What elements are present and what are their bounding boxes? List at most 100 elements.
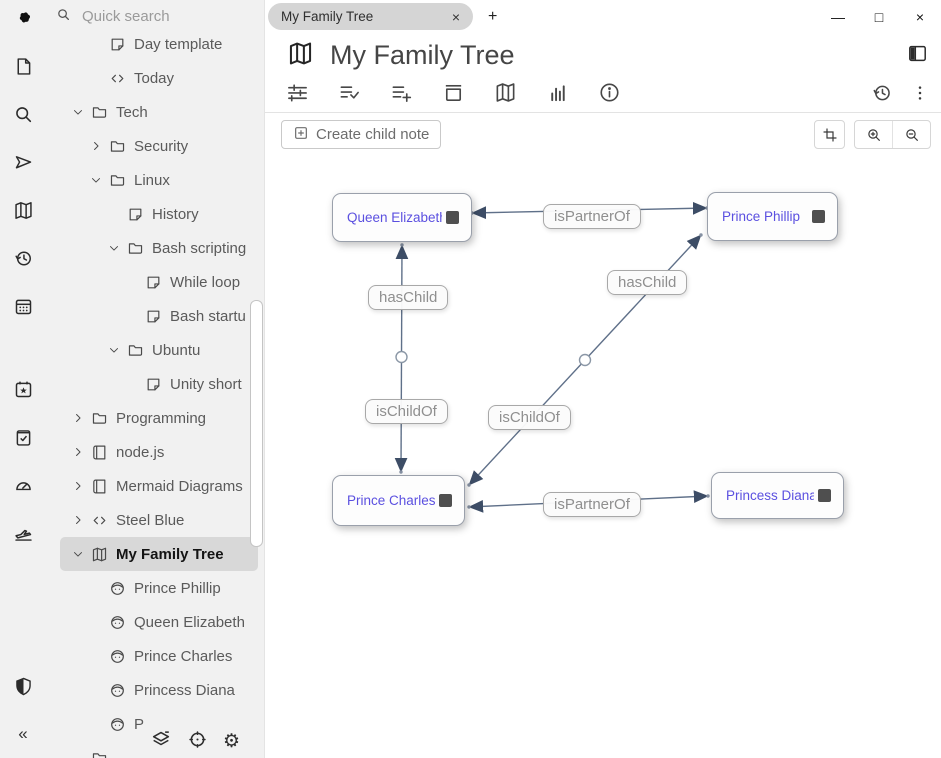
split-pane-icon[interactable]	[907, 43, 928, 69]
map-node-princess-diana[interactable]: Princess Diana	[711, 472, 844, 519]
map-node-prince-charles[interactable]: Prince Charles	[332, 475, 465, 526]
search-icon[interactable]	[0, 90, 46, 138]
tree-item-label: Unity short	[170, 375, 242, 393]
chevron-spacer	[86, 680, 106, 700]
edge-label-haschild[interactable]: hasChild	[368, 285, 449, 310]
tree-item-ubuntu[interactable]: Ubuntu	[60, 333, 258, 367]
chevron-down-icon[interactable]	[68, 544, 88, 564]
chevron-right-icon[interactable]	[68, 408, 88, 428]
launcher-bar: «	[0, 0, 46, 758]
tree-item-prince-phillip[interactable]: Prince Phillip	[60, 571, 258, 605]
relation-map-canvas[interactable]: isPartnerOf hasChild hasChild isChildOf isCh…	[265, 156, 941, 758]
owned-attributes-list-check-icon[interactable]	[338, 81, 361, 109]
tree-item-while-loop[interactable]: While loop	[60, 265, 258, 299]
chevron-spacer	[122, 272, 142, 292]
map-node-title[interactable]: Princess Diana	[726, 488, 814, 503]
tree-item-security[interactable]: Security	[60, 129, 258, 163]
tree-item-queen-elizabeth[interactable]: Queen Elizabeth	[60, 605, 258, 639]
tab-my-family-tree[interactable]: My Family Tree ×	[268, 3, 473, 30]
tree-item-today[interactable]: Today	[60, 61, 258, 95]
trilium-logo-icon[interactable]	[0, 4, 46, 42]
chevron-right-icon[interactable]	[68, 476, 88, 496]
tree-item-mermaid-diagrams[interactable]: Mermaid Diagrams	[60, 469, 258, 503]
chevron-right-icon[interactable]	[68, 442, 88, 462]
note-info-chart-icon[interactable]	[546, 81, 569, 109]
new-tab-button[interactable]: +	[488, 7, 498, 25]
tree-item-tech[interactable]: Tech	[60, 95, 258, 129]
maximize-button[interactable]: □	[874, 8, 884, 25]
gear-icon[interactable]: ⚙	[223, 730, 241, 752]
chevron-right-icon[interactable]	[86, 136, 106, 156]
basic-properties-sliders-icon[interactable]	[286, 81, 309, 109]
person-icon	[106, 714, 128, 734]
note-title[interactable]: My Family Tree	[330, 40, 515, 70]
chevron-spacer	[68, 748, 88, 758]
tree-scrollbar[interactable]	[250, 300, 263, 547]
recent-changes-icon[interactable]	[0, 234, 46, 282]
task-list-icon[interactable]	[0, 413, 46, 461]
tree-item-bash-startu[interactable]: Bash startu	[60, 299, 258, 333]
tree-item-princess-diana[interactable]: Princess Diana	[60, 673, 258, 707]
edge-label-ispartnerof[interactable]: isPartnerOf	[543, 204, 641, 229]
tree-item-p[interactable]: P	[60, 707, 258, 741]
tree-item-prince-charles[interactable]: Prince Charles	[60, 639, 258, 673]
zoom-out-icon[interactable]	[892, 121, 930, 148]
target-crosshair-icon[interactable]	[187, 729, 208, 755]
tree-item-bash-scripting[interactable]: Bash scripting	[60, 231, 258, 265]
travel-plane-icon[interactable]	[0, 509, 46, 557]
map-node-queen-elizabeth-ii[interactable]: Queen Elizabeth II	[332, 193, 472, 242]
chevron-down-icon[interactable]	[68, 102, 88, 122]
note-revisions-history-icon[interactable]	[871, 82, 893, 109]
edge-label-haschild[interactable]: hasChild	[607, 270, 688, 295]
quick-search-input[interactable]	[80, 7, 234, 26]
note-paths-archive-icon[interactable]	[442, 81, 465, 109]
note-tree-panel: Day templateTodayTechSecurityLinuxHistor…	[46, 0, 265, 758]
tree-item-my-family-tree[interactable]: My Family Tree	[60, 537, 258, 571]
node-drag-handle[interactable]	[812, 210, 825, 223]
edge-label-ischildof[interactable]: isChildOf	[488, 405, 571, 430]
tree-item-node-js[interactable]: node.js	[60, 435, 258, 469]
edge-label-ispartnerof[interactable]: isPartnerOf	[543, 492, 641, 517]
node-drag-handle[interactable]	[446, 211, 459, 224]
tree-item-steel-blue[interactable]: Steel Blue	[60, 503, 258, 537]
edge-label-ischildof[interactable]: isChildOf	[365, 399, 448, 424]
tree-item-folder[interactable]	[60, 741, 258, 758]
tree-item-unity-short[interactable]: Unity short	[60, 367, 258, 401]
map-node-title[interactable]: Prince Phillip	[722, 209, 801, 224]
chevron-down-icon[interactable]	[104, 238, 124, 258]
chevron-spacer	[86, 34, 106, 54]
chevron-down-icon[interactable]	[86, 170, 106, 190]
zoom-in-icon[interactable]	[855, 121, 892, 148]
dashboard-gauge-icon[interactable]	[0, 461, 46, 509]
chevron-down-icon[interactable]	[104, 340, 124, 360]
bookmarks-calendar-star-icon[interactable]	[0, 365, 46, 413]
map-node-title[interactable]: Queen Elizabeth II	[347, 210, 442, 225]
close-button[interactable]: ×	[915, 8, 925, 25]
promoted-attributes-list-plus-icon[interactable]	[390, 81, 413, 109]
tree-item-programming[interactable]: Programming	[60, 401, 258, 435]
relation-map-tab-icon[interactable]	[494, 81, 517, 109]
tree-item-history[interactable]: History	[60, 197, 258, 231]
info-circle-icon[interactable]	[598, 81, 621, 109]
node-drag-handle[interactable]	[818, 489, 831, 502]
quick-search-bar[interactable]	[46, 0, 264, 33]
tab-close-icon[interactable]: ×	[451, 8, 460, 25]
layers-icon[interactable]	[150, 728, 172, 755]
reset-pan-crop-icon[interactable]	[814, 120, 845, 149]
collapse-panel-icon[interactable]: «	[18, 724, 28, 743]
jump-to-note-icon[interactable]	[0, 138, 46, 186]
chevron-right-icon[interactable]	[68, 510, 88, 530]
minimize-button[interactable]: —	[831, 8, 845, 25]
node-drag-handle[interactable]	[439, 494, 452, 507]
map-node-prince-phillip[interactable]: Prince Phillip	[707, 192, 838, 241]
relation-map-icon[interactable]	[0, 186, 46, 234]
tree-item-day-template[interactable]: Day template	[60, 27, 258, 61]
protected-session-shield-icon[interactable]	[0, 662, 46, 710]
calendar-icon[interactable]	[0, 282, 46, 330]
tree-item-linux[interactable]: Linux	[60, 163, 258, 197]
new-note-icon[interactable]	[0, 42, 46, 90]
map-node-title[interactable]: Prince Charles	[347, 493, 435, 508]
note-menu-kebab-icon[interactable]	[910, 83, 930, 108]
create-child-note-button[interactable]: Create child note	[281, 120, 442, 149]
chevron-spacer	[122, 306, 142, 326]
